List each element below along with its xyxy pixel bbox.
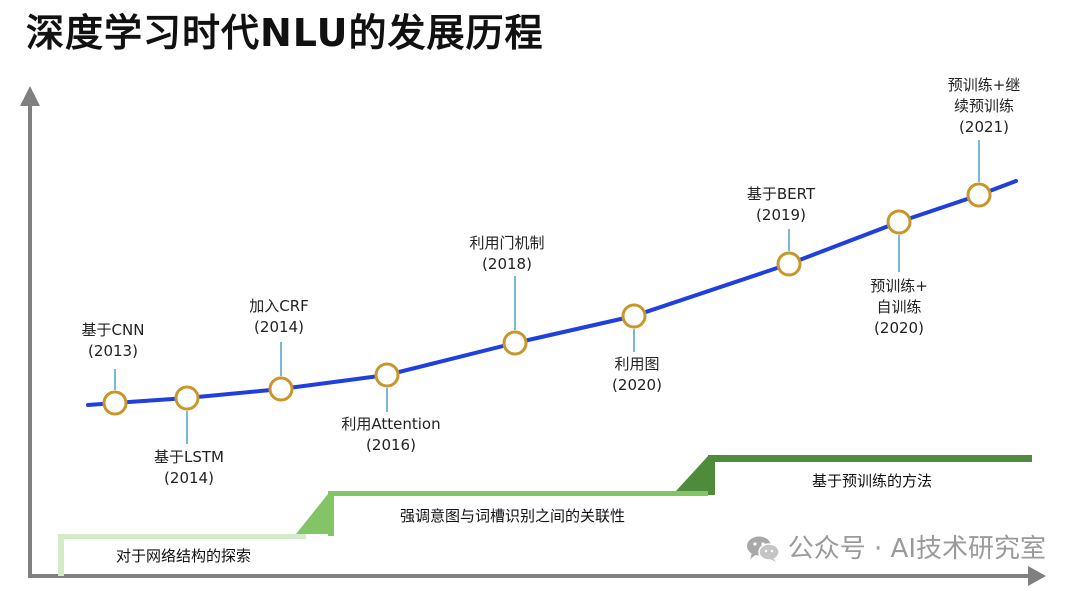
milestone-text: 利用门机制 <box>469 234 545 252</box>
stage-3-wedge <box>676 456 708 491</box>
page-title: 深度学习时代NLU的发展历程 <box>26 11 544 55</box>
milestone-label-continued-pretraining: 预训练+继 续预训练 (2021) <box>948 75 1021 138</box>
milestone-text: 续预训练 <box>953 97 1015 115</box>
stage-2-label: 强调意图与词槽识别之间的关联性 <box>400 507 626 525</box>
milestone-year: (2014) <box>164 469 214 487</box>
milestone-text: 预训练+继 <box>947 76 1021 94</box>
watermark: 公众号 · AI技术研究室 <box>746 533 1046 565</box>
watermark-text: 公众号 · AI技术研究室 <box>787 534 1046 564</box>
milestone-year: (2013) <box>88 342 138 360</box>
milestone-year: (2020) <box>612 376 662 394</box>
milestone-text: 基于BERT <box>746 185 816 203</box>
milestone-text: 基于LSTM <box>154 448 224 466</box>
stage-3-bar <box>708 455 1032 462</box>
milestone-year: (2016) <box>366 436 416 454</box>
milestone-text: 基于CNN <box>81 321 145 339</box>
stage-3-riser <box>708 455 715 495</box>
milestone-node <box>374 362 400 388</box>
milestone-year: (2021) <box>959 118 1009 136</box>
milestone-text: 加入CRF <box>249 297 309 315</box>
stage-1-riser <box>58 534 64 576</box>
wechat-icon <box>746 536 780 562</box>
milestone-nodes <box>102 182 992 416</box>
milestone-label-gate: 利用门机制 (2018) <box>469 233 544 275</box>
milestone-node <box>621 303 647 329</box>
milestone-node <box>966 182 992 208</box>
milestone-year: (2020) <box>874 319 924 337</box>
milestone-node <box>174 385 200 411</box>
stage-steps <box>58 455 1032 576</box>
milestone-text: 自训练 <box>876 298 922 316</box>
stage-2-bar <box>328 491 708 496</box>
milestone-year: (2014) <box>254 318 304 336</box>
milestone-text: 利用Attention <box>341 415 441 433</box>
y-axis-arrow <box>20 86 40 106</box>
milestone-label-crf: 加入CRF (2014) <box>249 296 309 338</box>
milestone-year: (2018) <box>482 255 532 273</box>
milestone-node <box>268 376 294 402</box>
milestone-node <box>886 209 912 235</box>
x-axis-arrow <box>1028 566 1046 586</box>
stage-3-label: 基于预训练的方法 <box>812 472 933 490</box>
stage-2-riser <box>328 491 334 536</box>
milestone-text: 预训练+ <box>870 277 928 295</box>
leader-lines <box>114 140 980 444</box>
milestone-node <box>102 390 128 416</box>
milestone-node <box>502 330 528 356</box>
milestone-label-self-training: 预训练+ 自训练 (2020) <box>870 276 928 339</box>
milestone-year: (2019) <box>756 206 806 224</box>
milestone-label-attention: 利用Attention (2016) <box>341 414 440 456</box>
milestone-text: 利用图 <box>614 355 660 373</box>
stage-2-wedge <box>296 494 328 534</box>
stage-1-label: 对于网络结构的探索 <box>116 547 252 565</box>
milestone-label-bert: 基于BERT (2019) <box>747 184 815 226</box>
milestone-label-cnn: 基于CNN (2013) <box>82 320 145 362</box>
milestone-label-graph: 利用图 (2020) <box>612 354 662 396</box>
milestone-node <box>776 251 802 277</box>
stage-1-bar <box>58 534 306 539</box>
axes <box>20 86 1046 586</box>
milestone-label-lstm: 基于LSTM (2014) <box>154 447 224 489</box>
